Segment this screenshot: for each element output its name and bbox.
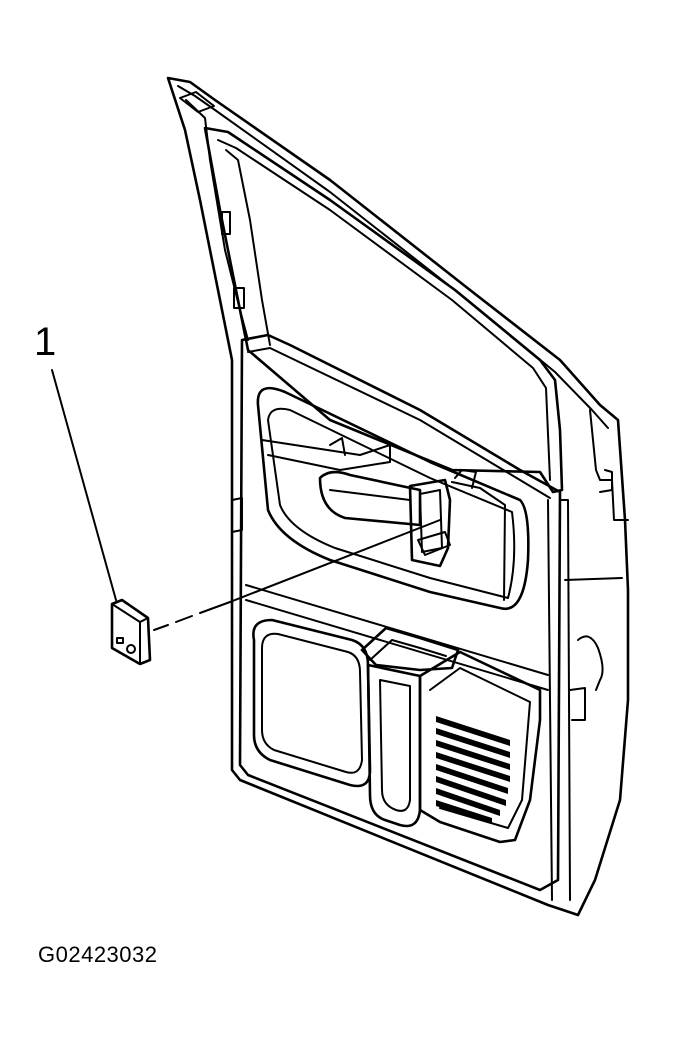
speaker-grille: [436, 716, 510, 824]
trim-panel: [238, 333, 562, 892]
installation-dashed-line: [153, 519, 441, 631]
callout-number: 1: [34, 320, 57, 364]
door-frame: [166, 76, 630, 917]
figure-id: G02423032: [38, 942, 158, 967]
callout-leader-line: [51, 369, 117, 601]
switch-cover-part: [110, 598, 152, 666]
